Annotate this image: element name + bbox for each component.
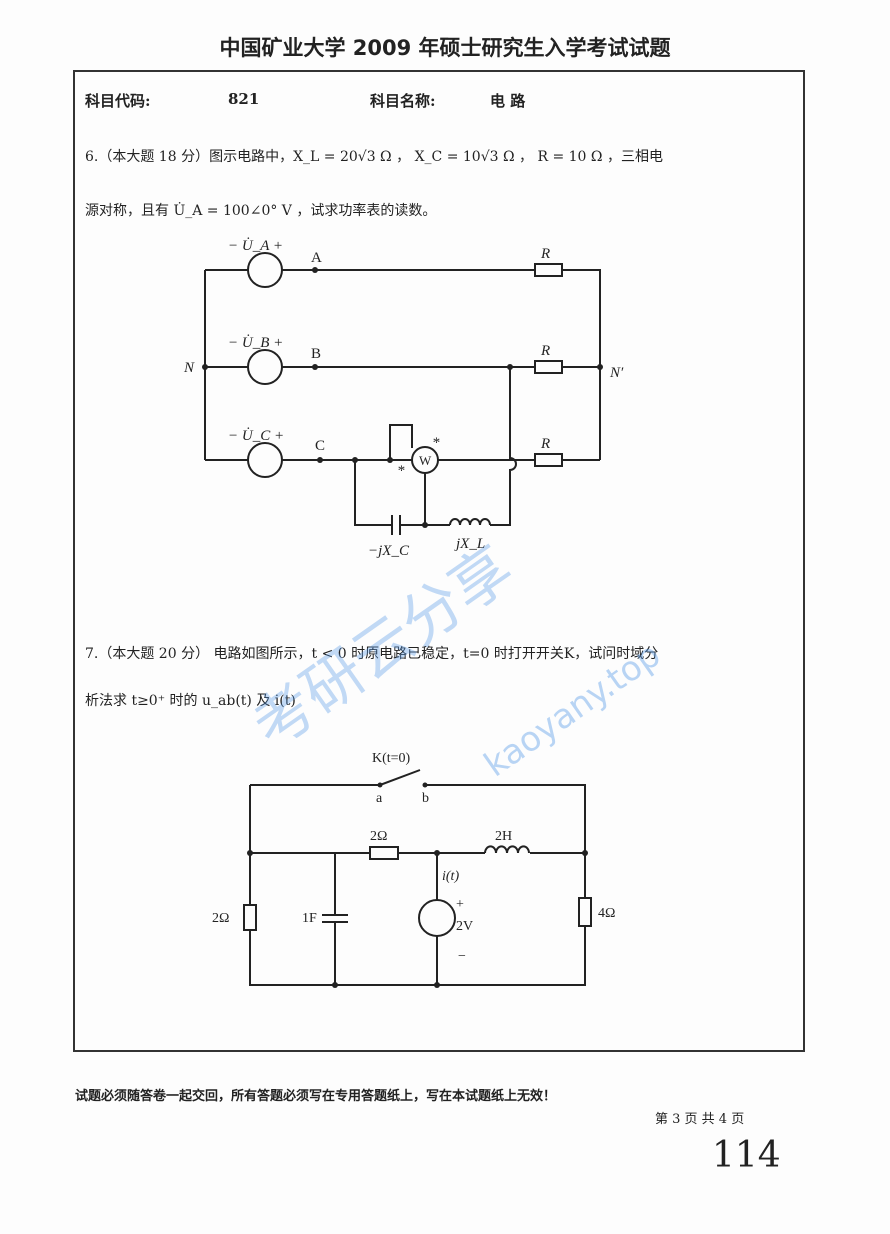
footer-notice: 试题必须随答卷一起交回，所有答题必须写在专用答题纸上，写在本试题纸上无效！ [75,1089,557,1104]
resistor-4ohm-label: 4Ω [598,906,615,921]
node-a-label: a [376,791,383,806]
node-b-label: b [422,791,429,806]
q6-labels: − U̇_A + − U̇_B + − U̇_C + A B C N N′ R … [183,238,624,559]
handwritten-number: 114 [712,1135,781,1176]
capacitor-1f-label: 1F [302,911,317,926]
q7-labels: K(t=0) a b 2Ω 2H 2Ω 1F i(t) + 2V − 4Ω [212,751,615,964]
minus-label: − [458,949,466,964]
node-b-label: B [311,346,321,362]
q7-nodes [247,782,588,988]
q6-text-line2: 源对称，且有 U̇_A = 100∠0° V ，试求功率表的读数。 [85,203,437,219]
wattmeter-label: W [419,453,432,468]
circuit-q6 [204,252,601,535]
wattmeter-star: * [432,435,440,451]
wattmeter-star: * [397,463,405,479]
capacitor-label: −jX_C [368,543,410,559]
page-number: 第 3 页 共 4 页 [655,1112,745,1127]
circuit-q7 [243,769,592,986]
plus-label: + [456,897,464,912]
q7-text-line1: 7.（本大题 20 分） 电路如图所示，t < 0 时原电路已稳定，t=0 时打… [85,646,659,662]
subject-name: 电 路 [490,92,526,110]
q6-nodes [202,267,603,528]
node-c-label: C [315,438,325,454]
source-ua-label: − U̇_A + [228,238,283,254]
q6-text-line1: 6.（本大题 18 分）图示电路中，X_L = 20√3 Ω ， X_C = 1… [85,149,663,165]
node-a-label: A [311,250,322,266]
resistor-label: R [540,343,550,359]
resistor-2ohm-label: 2Ω [370,829,387,844]
inductor-label: jX_L [454,536,485,552]
resistor-label: R [540,246,550,262]
voltage-label: 2V [456,919,473,934]
subject-code: 821 [228,90,260,108]
current-label: i(t) [442,869,459,884]
subject-code-label: 科目代码: [85,92,151,110]
source-ub-label: − U̇_B + [228,335,283,351]
switch-label: K(t=0) [372,751,411,766]
node-n-prime-label: N′ [609,365,624,381]
inductor-2h-label: 2H [495,829,512,844]
subject-name-label: 科目名称: [370,92,436,110]
exam-frame [73,70,805,1052]
resistor-left-label: 2Ω [212,911,229,926]
q7-text-line2: 析法求 t≥0⁺ 时的 u_ab(t) 及 i(t) [85,693,296,709]
source-uc-label: − U̇_C + [228,428,284,444]
resistor-label: R [540,436,550,452]
page-title: 中国矿业大学 2009 年硕士研究生入学考试试题 [219,36,671,60]
node-n-label: N [183,360,195,376]
